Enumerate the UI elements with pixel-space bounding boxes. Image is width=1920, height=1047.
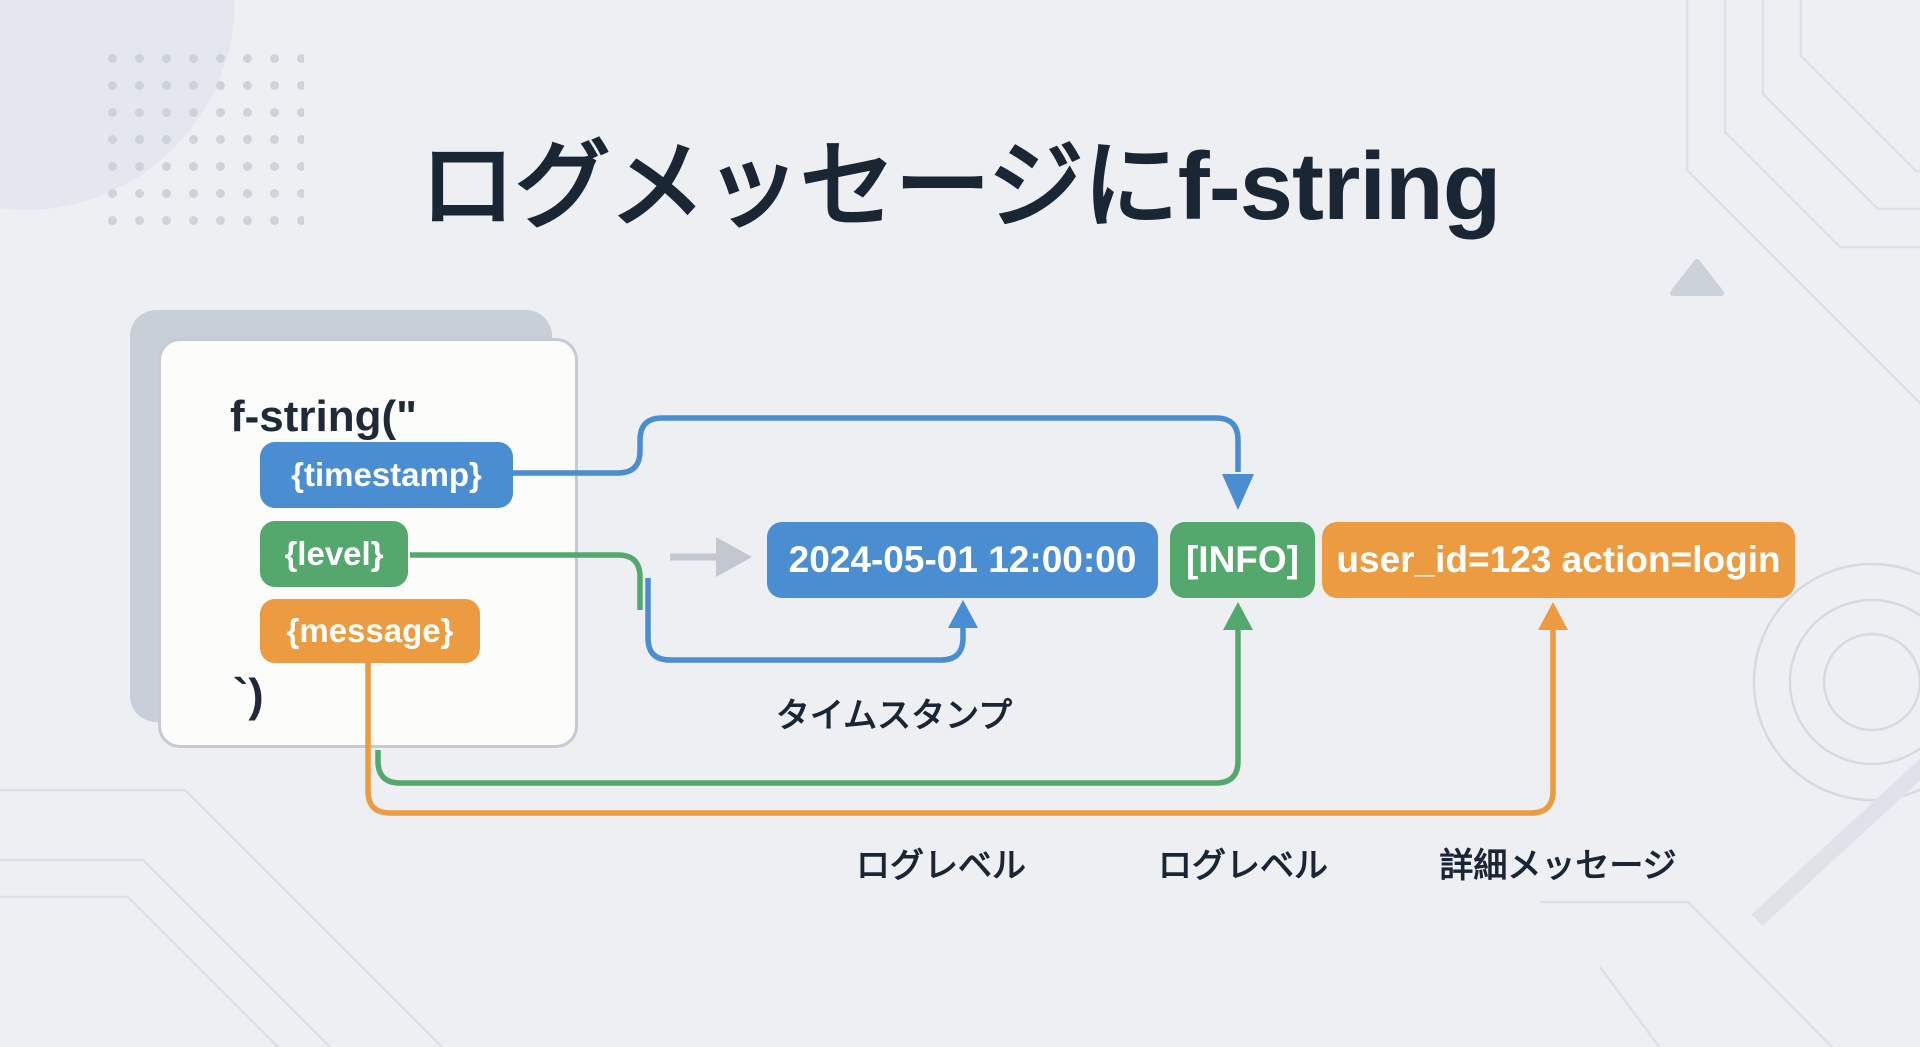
blue-arrow-bottom <box>645 578 978 663</box>
dot-grid-decoration <box>92 40 304 225</box>
code-close-text: `) <box>233 669 264 721</box>
hexagon-lines-decoration <box>1685 0 1920 405</box>
arrowhead-up-icon <box>948 600 978 628</box>
output-timestamp-badge: 2024-05-01 12:00:00 <box>767 522 1158 598</box>
code-open-text: f-string(" <box>230 392 418 441</box>
green-connector-stub <box>410 552 643 610</box>
circles-decoration <box>1752 562 1920 802</box>
annotation-loglevel-right: ログレベル <box>1158 847 1328 885</box>
diagonal-band-decoration <box>1540 758 1920 1047</box>
output-loglevel-badge: [INFO] <box>1170 522 1315 598</box>
flow-arrow-icon <box>670 537 752 577</box>
annotation-timestamp: タイムスタンプ <box>775 697 1013 735</box>
arrowhead-up-icon <box>1538 602 1568 630</box>
placeholder-message-badge: {message} <box>260 599 480 663</box>
placeholder-level-badge: {level} <box>260 521 408 587</box>
corner-lines-decoration <box>0 788 444 1047</box>
arrowhead-up-icon <box>1223 602 1253 630</box>
blue-arrow-top <box>513 415 1254 510</box>
arrowhead-down-icon <box>1222 474 1254 510</box>
slide-title: ログメッセージにf-string <box>419 133 1502 240</box>
triangle-decoration <box>1670 259 1724 296</box>
annotation-detail-message: 詳細メッセージ <box>1439 847 1677 885</box>
placeholder-timestamp-badge: {timestamp} <box>260 442 513 508</box>
orange-arrow <box>365 602 1568 816</box>
green-arrow <box>375 602 1253 786</box>
annotation-loglevel-left: ログレベル <box>856 847 1026 885</box>
output-message-badge: user_id=123 action=login <box>1322 522 1795 598</box>
